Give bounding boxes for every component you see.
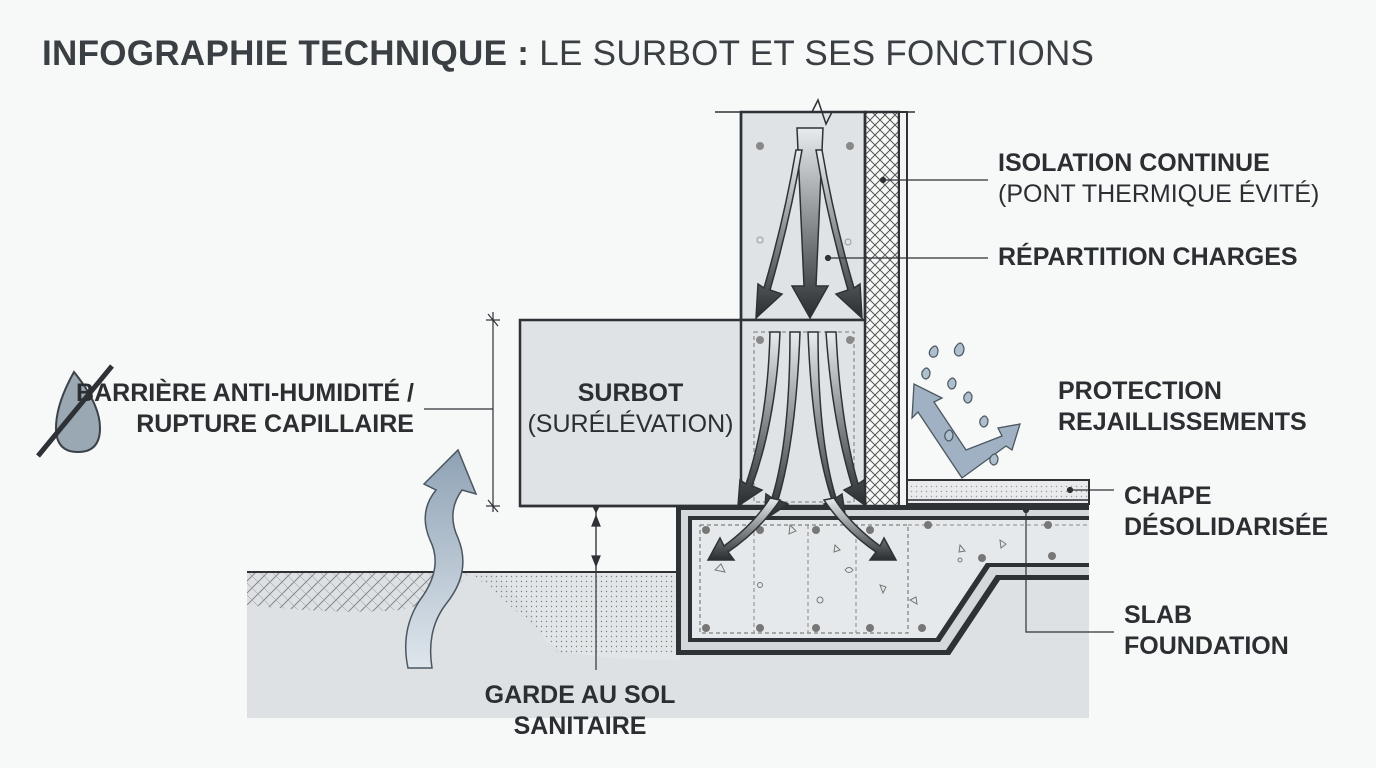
title-bold: INFOGRAPHIE TECHNIQUE : [42, 34, 530, 73]
water-droplets-icon [921, 342, 999, 466]
surbot-block [518, 318, 865, 508]
page-title: INFOGRAPHIE TECHNIQUE : LE SURBOT ET SES… [42, 34, 1094, 74]
label-isolation: ISOLATION CONTINUE (PONT THERMIQUE ÉVITÉ… [998, 149, 1320, 208]
water-drop-crossed-icon [36, 364, 114, 458]
label-protection: PROTECTION REJAILLISSEMENTS [1058, 377, 1307, 436]
label-garde: GARDE AU SOL SANITAIRE [484, 681, 676, 740]
label-slab: SLAB FOUNDATION [1124, 601, 1289, 660]
rising-moisture-arrow-icon [405, 448, 478, 669]
slab-foundation [676, 505, 1089, 655]
chape [904, 479, 1090, 505]
label-surbot: SURBOT (SURÉLÉVATION) [527, 379, 734, 438]
leader-lines [424, 176, 1114, 633]
title-subtitle: LE SURBOT ET SES FONCTIONS [539, 34, 1095, 73]
load-arrows-icon [706, 127, 898, 561]
dimension-lines [486, 312, 604, 670]
label-barriere: BARRIÈRE ANTI-HUMIDITÉ / RUPTURE CAPILLA… [76, 379, 414, 438]
label-chape: CHAPE DÉSOLIDARISÉE [1124, 482, 1329, 541]
label-repartition: RÉPARTITION CHARGES [998, 243, 1298, 271]
